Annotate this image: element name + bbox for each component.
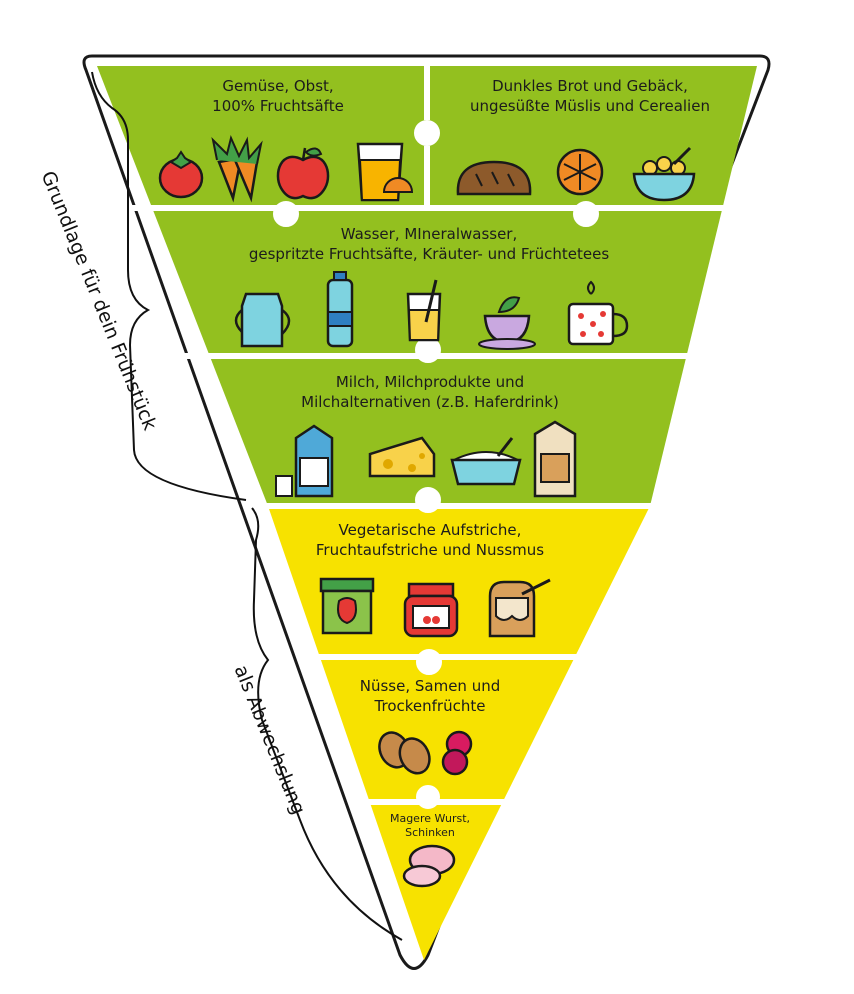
- carrot-icon: [211, 134, 263, 203]
- herbal-tea-cup-icon: [478, 296, 536, 350]
- bread-roll-icon: [556, 148, 604, 196]
- label-vegetables-fruit: Gemüse, Obst, 100% Fruchtsäfte: [212, 77, 344, 115]
- label-bread-cereals: Dunkles Brot und Gebäck, ungesüßte Müsli…: [470, 77, 710, 115]
- bread-loaf-icon: [456, 160, 532, 196]
- nut-butter-toast-icon: [488, 578, 551, 638]
- almonds-icon: [378, 731, 431, 775]
- juice-glass-icon: [356, 142, 414, 202]
- label-spreads: Vegetarische Aufstriche, Fruchtaufstrich…: [315, 521, 545, 559]
- cereal-bowl-icon: [632, 146, 696, 202]
- dried-fruit-icon: [441, 730, 473, 776]
- puzzle-dividers: [130, 66, 732, 809]
- juice-straw-icon: [406, 279, 442, 342]
- jam-jar-icon: [403, 582, 459, 638]
- label-meat: Magere Wurst, Schinken: [389, 812, 471, 839]
- bracket-variety: [251, 507, 403, 941]
- label-nuts: Nüsse, Samen und Trockenfrüchte: [359, 677, 501, 715]
- label-drinks: Wasser, MIneralwasser, gespritzte Frucht…: [248, 225, 610, 263]
- fruit-tea-mug-icon: [567, 280, 629, 346]
- water-bottle-icon: [326, 271, 354, 348]
- cheese-icon: [368, 436, 436, 478]
- apple-icon: [276, 147, 330, 200]
- milk-carton-icon: [275, 424, 334, 498]
- bracket-basis: [91, 71, 247, 501]
- vegetable-spread-jar-icon: [319, 577, 375, 635]
- water-jug-icon: [234, 292, 291, 348]
- yogurt-bowl-icon: [450, 437, 522, 486]
- ham-slices-icon: [402, 844, 456, 888]
- tomato-icon: [158, 150, 204, 199]
- label-dairy: Milch, Milchprodukte und Milchalternativ…: [301, 373, 559, 411]
- oat-drink-carton-icon: [533, 420, 577, 498]
